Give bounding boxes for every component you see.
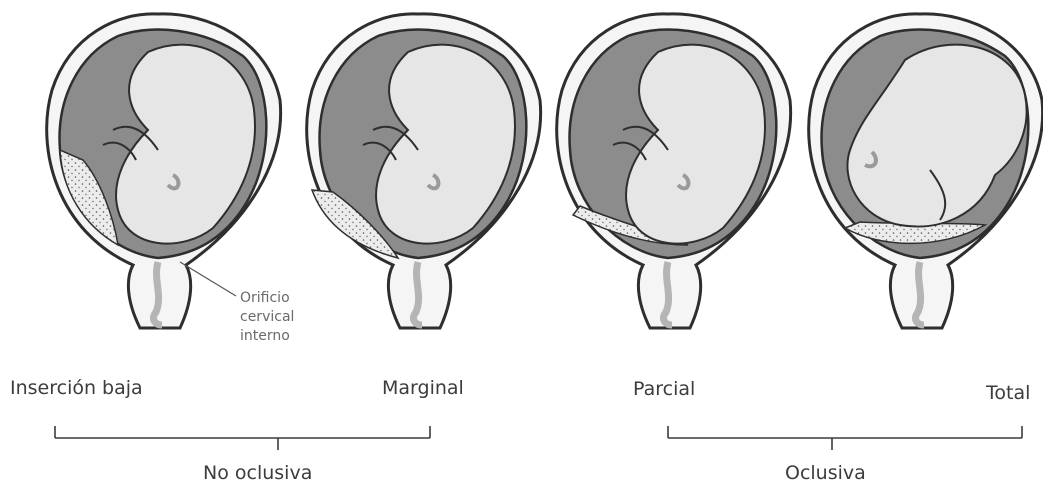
uterus-partial <box>557 14 791 328</box>
label-partial: Parcial <box>633 378 695 400</box>
label-non-occlusive: No oclusiva <box>203 462 312 484</box>
annotation-line-1: Orificio <box>240 289 294 308</box>
label-total: Total <box>986 382 1030 404</box>
uterus-marginal <box>307 14 541 328</box>
annotation-line-2: cervical <box>240 308 294 327</box>
bracket-occlusive <box>668 426 1022 450</box>
annotation-internal-cervical-os: Orificio cervical interno <box>240 289 294 346</box>
uterus-low-insertion <box>47 14 281 328</box>
uterus-total <box>809 14 1043 328</box>
label-occlusive: Oclusiva <box>785 462 866 484</box>
bracket-non-occlusive <box>55 426 430 450</box>
label-marginal: Marginal <box>382 377 464 399</box>
annotation-line-3: interno <box>240 327 294 346</box>
label-low-insertion: Inserción baja <box>10 377 143 399</box>
